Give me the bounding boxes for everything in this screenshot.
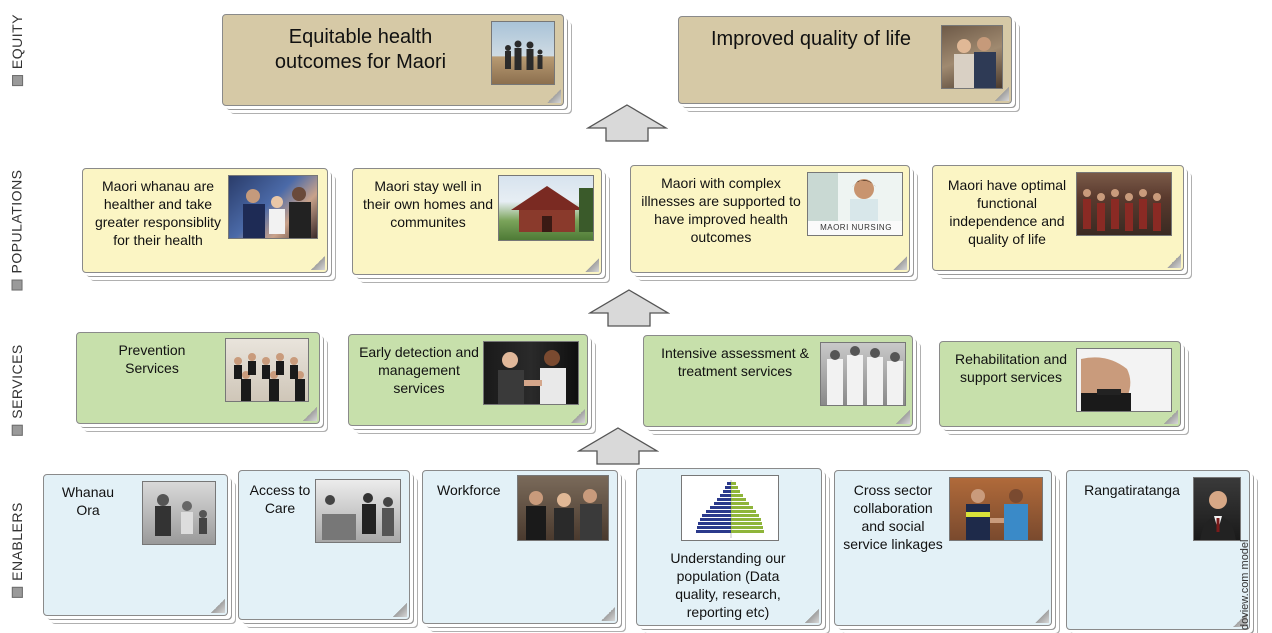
row-label-text: POPULATIONS bbox=[9, 169, 26, 274]
police-handshake-photo bbox=[949, 477, 1043, 541]
square-icon bbox=[11, 586, 23, 598]
fold-corner-icon bbox=[995, 87, 1009, 101]
fold-corner-icon bbox=[805, 609, 819, 623]
populations-box-independence[interactable]: Maori have optimal functional independen… bbox=[932, 165, 1184, 271]
box-label: Rehabilitation and support services bbox=[954, 351, 1068, 385]
box-label: Understanding our population (Data quali… bbox=[670, 550, 786, 620]
population-pyramid-chart bbox=[681, 475, 779, 541]
fold-corner-icon bbox=[893, 256, 907, 270]
up-arrow-icon bbox=[577, 427, 659, 465]
enablers-box-cross-sector[interactable]: Cross sector collaboration and social se… bbox=[834, 470, 1052, 626]
box-label: Prevention Services bbox=[118, 342, 186, 376]
equity-box-health-outcomes[interactable]: Equitable health outcomes for Maori bbox=[222, 14, 564, 106]
box-label: Improved quality of life bbox=[710, 28, 912, 50]
row-label-equity: EQUITY bbox=[0, 5, 34, 95]
square-icon bbox=[11, 424, 23, 436]
haka-crowd-photo bbox=[1076, 172, 1172, 236]
box-label: Maori whanau are healther and take great… bbox=[94, 178, 222, 248]
fold-corner-icon bbox=[601, 607, 615, 621]
services-box-early-detection[interactable]: Early detection and management services bbox=[348, 334, 588, 426]
services-box-rehabilitation[interactable]: Rehabilitation and support services bbox=[939, 341, 1181, 427]
fold-corner-icon bbox=[896, 410, 910, 424]
box-label: Access to Care bbox=[249, 482, 311, 516]
historic-nurses-photo bbox=[820, 342, 906, 406]
box-label: Maori stay well in their own homes and c… bbox=[363, 178, 493, 230]
box-label: Whanau Ora bbox=[61, 484, 115, 518]
clinic-photo bbox=[315, 479, 401, 543]
up-arrow-icon bbox=[586, 104, 668, 142]
whanau-ora-photo bbox=[142, 481, 216, 545]
services-box-intensive-assessment[interactable]: Intensive assessment & treatment service… bbox=[643, 335, 913, 427]
family-photo bbox=[491, 21, 555, 85]
fold-corner-icon bbox=[303, 407, 317, 421]
box-label: Rangatiratanga bbox=[1084, 482, 1180, 498]
enablers-box-rangatiratanga[interactable]: Rangatiratanga bbox=[1066, 470, 1250, 630]
enablers-box-access-to-care[interactable]: Access to Care bbox=[238, 470, 410, 620]
row-label-text: ENABLERS bbox=[9, 502, 26, 581]
whanau-photo bbox=[228, 175, 318, 239]
fold-corner-icon bbox=[311, 256, 325, 270]
workforce-photo bbox=[517, 475, 609, 541]
services-box-prevention[interactable]: Prevention Services bbox=[76, 332, 320, 424]
maori-nursing-photo: MAORI NURSING bbox=[807, 172, 903, 236]
fold-corner-icon bbox=[585, 258, 599, 272]
enablers-box-whanau-ora[interactable]: Whanau Ora bbox=[43, 474, 228, 616]
box-label: Equitable health outcomes for Maori bbox=[274, 26, 447, 73]
fold-corner-icon bbox=[211, 599, 225, 613]
team-photo bbox=[225, 338, 309, 402]
row-label-enablers: ENABLERS bbox=[0, 475, 34, 625]
leader-portrait-photo bbox=[1193, 477, 1241, 541]
box-label: Maori have optimal functional independen… bbox=[947, 177, 1067, 247]
marae-photo bbox=[498, 175, 594, 241]
couple-photo bbox=[941, 25, 1003, 89]
enablers-box-workforce[interactable]: Workforce bbox=[422, 470, 618, 624]
populations-box-complex-illnesses[interactable]: Maori with complex illnesses are support… bbox=[630, 165, 910, 273]
square-icon bbox=[11, 279, 23, 291]
equity-box-quality-of-life[interactable]: Improved quality of life bbox=[678, 16, 1012, 104]
square-icon bbox=[11, 75, 23, 87]
box-label: Intensive assessment & treatment service… bbox=[661, 345, 809, 379]
populations-box-stay-well[interactable]: Maori stay well in their own homes and c… bbox=[352, 168, 602, 275]
fold-corner-icon bbox=[1233, 613, 1247, 627]
fold-corner-icon bbox=[393, 603, 407, 617]
fold-corner-icon bbox=[547, 89, 561, 103]
box-label: Early detection and management services bbox=[359, 344, 479, 396]
fold-corner-icon bbox=[571, 409, 585, 423]
row-label-populations: POPULATIONS bbox=[0, 160, 34, 300]
row-label-text: SERVICES bbox=[9, 344, 26, 419]
up-arrow-icon bbox=[588, 289, 670, 327]
nursing-caption: MAORI NURSING bbox=[808, 221, 902, 235]
fold-corner-icon bbox=[1035, 609, 1049, 623]
row-label-text: EQUITY bbox=[9, 13, 25, 70]
box-label: Maori with complex illnesses are support… bbox=[641, 175, 801, 245]
enablers-box-understanding-population[interactable]: Understanding our population (Data quali… bbox=[636, 468, 822, 626]
box-label: Workforce bbox=[437, 482, 501, 498]
rehab-photo bbox=[1076, 348, 1172, 412]
fold-corner-icon bbox=[1164, 410, 1178, 424]
populations-box-whanau-health[interactable]: Maori whanau are healther and take great… bbox=[82, 168, 328, 273]
fold-corner-icon bbox=[1167, 254, 1181, 268]
model-credit: doview.com model bbox=[1239, 539, 1251, 631]
handshake-photo bbox=[483, 341, 579, 405]
row-label-services: SERVICES bbox=[0, 330, 34, 450]
box-label: Cross sector collaboration and social se… bbox=[843, 482, 943, 552]
